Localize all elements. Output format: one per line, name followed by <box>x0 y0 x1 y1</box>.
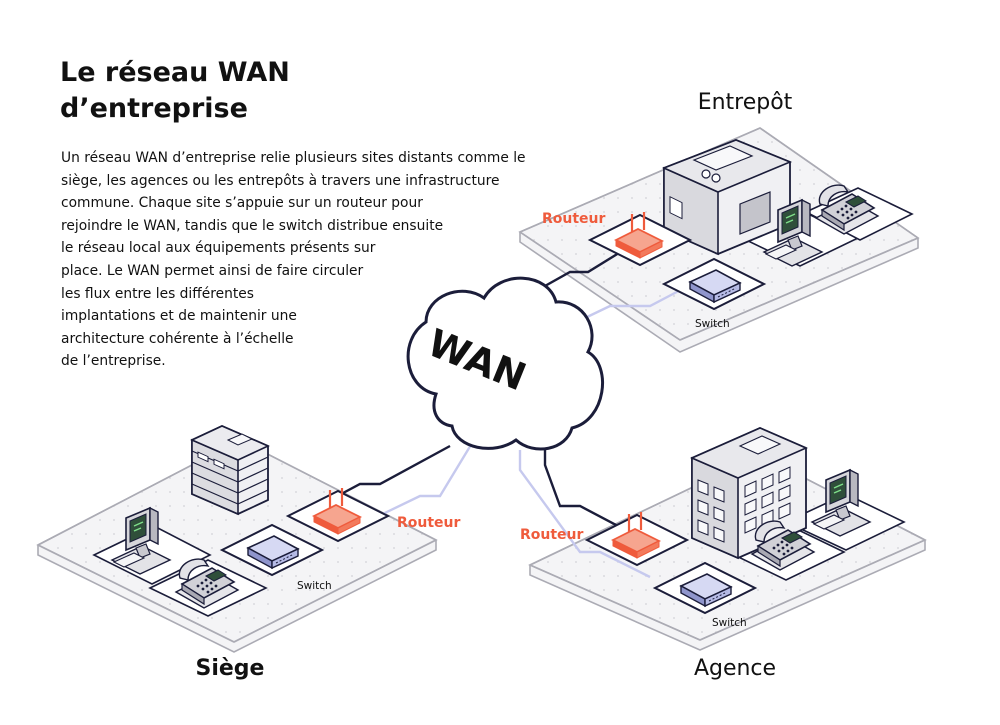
site-label-entrepot: Entrepôt <box>698 90 793 115</box>
description-line: siège, les agences ou les entrepôts à tr… <box>61 172 500 189</box>
switch-label-entrepot: Switch <box>695 318 730 330</box>
description-line: le réseau local aux équipements présents… <box>61 240 376 257</box>
building-icon <box>661 139 793 256</box>
cloud-icon <box>406 276 604 451</box>
title-line-1: Le réseau WAN <box>60 57 290 88</box>
description-line: les flux entre les différentes <box>61 285 254 302</box>
description-line: rejoindre le WAN, tandis que le switch d… <box>61 217 444 234</box>
switch-label-siege: Switch <box>297 580 332 592</box>
site-label-siege: Siège <box>196 656 265 681</box>
description-line: place. Le WAN permet ainsi de faire circ… <box>61 262 364 279</box>
server-rack-icon <box>190 425 270 516</box>
description-line: de l’entreprise. <box>61 353 166 370</box>
description-text: Un réseau WAN d’entreprise relie plusieu… <box>61 147 526 373</box>
site-label-agence: Agence <box>694 656 776 681</box>
router-label-entrepot: Routeur <box>542 211 606 227</box>
description-line: architecture cohérente à l’échelle <box>61 330 294 347</box>
router-label-siege: Routeur <box>397 515 461 531</box>
switch-label-agence: Switch <box>712 617 747 629</box>
title-line-2: d’entreprise <box>60 93 248 124</box>
router-label-agence: Routeur <box>520 527 584 543</box>
description-line: commune. Chaque site s’appuie sur un rou… <box>61 195 423 212</box>
description-line: Un réseau WAN d’entreprise relie plusieu… <box>61 150 526 166</box>
page-title: Le réseau WAN d’entreprise <box>60 55 290 127</box>
description-line: implantations et de maintenir une <box>61 308 297 325</box>
